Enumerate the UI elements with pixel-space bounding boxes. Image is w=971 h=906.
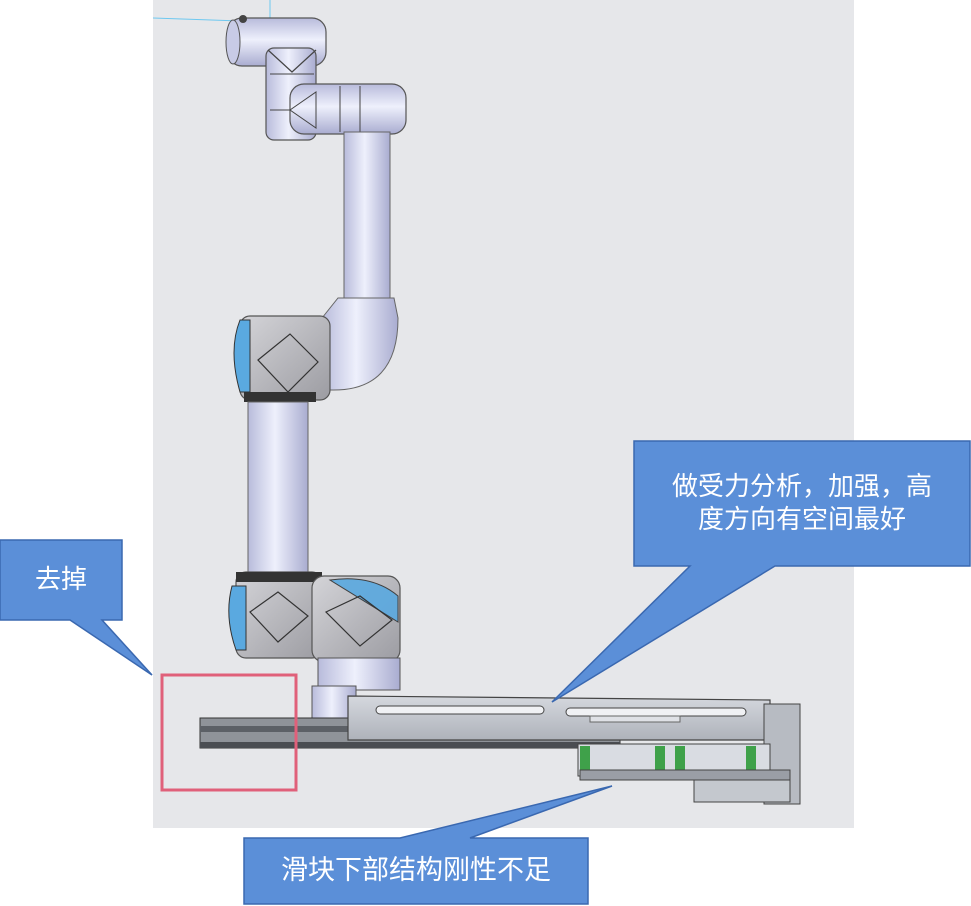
base-mount (317, 657, 401, 691)
slot (565, 707, 747, 717)
carriage-plate (347, 695, 771, 741)
callout-strengthen (551, 440, 971, 703)
elbow-housing (321, 297, 399, 391)
callout-slider (243, 785, 613, 905)
highlight-remove-box (160, 673, 298, 792)
shoulder-joint (235, 571, 323, 659)
elbow-ring (244, 392, 316, 402)
wrist-1-joint (289, 83, 407, 135)
robot-arm-model[interactable] (225, 15, 407, 723)
tool-flange (225, 19, 241, 65)
elbow-joint (239, 315, 331, 401)
linear-rail-assembly[interactable] (199, 695, 801, 805)
lower-bracket (693, 779, 791, 803)
elbow-blue-cap (233, 319, 251, 393)
forearm-link (343, 131, 391, 303)
upper-arm-link (247, 401, 309, 575)
indicator-dot (239, 15, 247, 23)
shoulder-blue-cap (228, 585, 247, 651)
slot (375, 705, 545, 715)
callout-remove (0, 539, 153, 676)
